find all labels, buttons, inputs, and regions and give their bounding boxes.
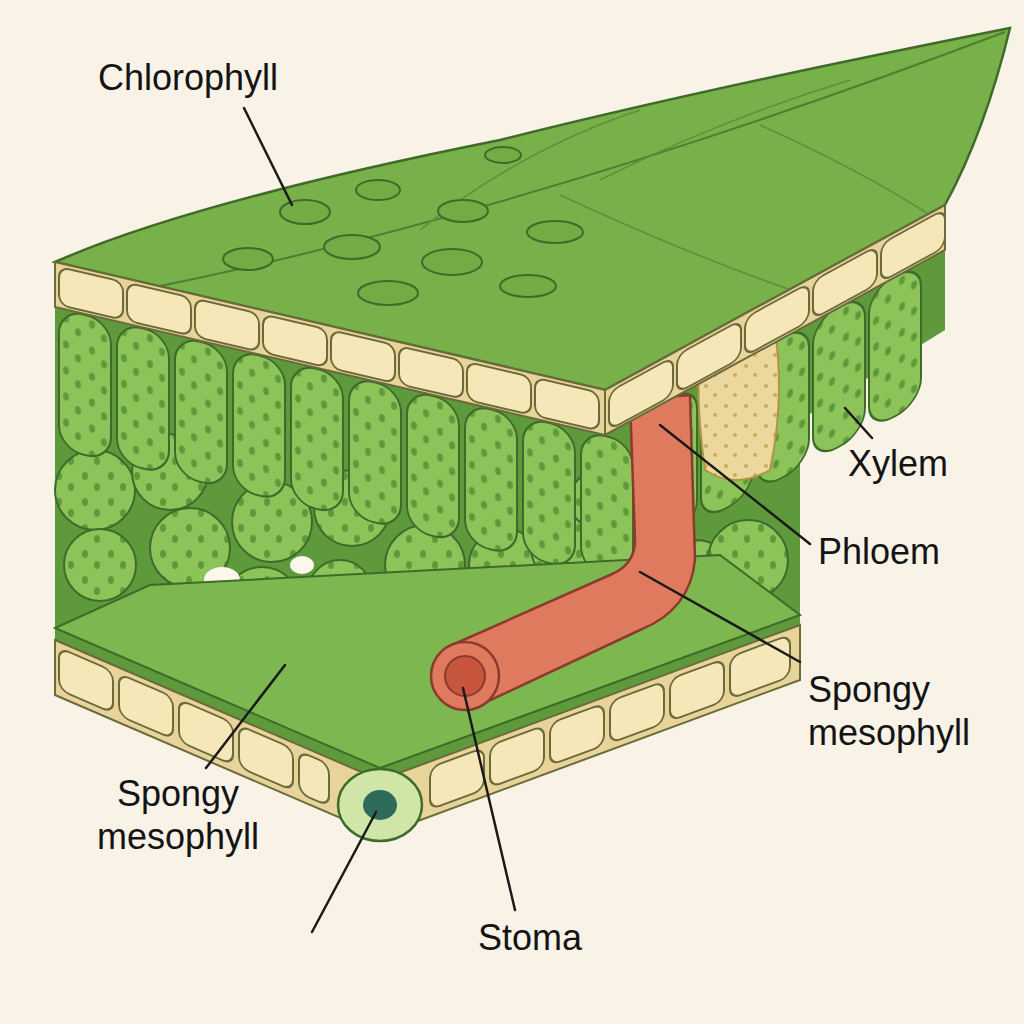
- epidermis-cell: [677, 320, 741, 393]
- leader-lines: [206, 108, 872, 932]
- chloroplast: [527, 221, 583, 243]
- part-label: Xylem: [848, 442, 948, 485]
- epidermis-cell: [263, 314, 327, 367]
- palisade-cell: [59, 309, 111, 461]
- epidermis-cell: [813, 246, 877, 319]
- upper-epidermis-cells: [609, 209, 945, 430]
- leaf-vein: [420, 110, 640, 230]
- epidermis-cell: [195, 299, 259, 352]
- palisade-cell: [291, 363, 343, 515]
- spongy-cell: [64, 529, 136, 601]
- leaf-vein: [600, 80, 850, 180]
- epidermis-cell: [550, 703, 604, 765]
- epidermis-cell: [430, 748, 484, 810]
- epidermis-cell: [610, 681, 664, 743]
- leader-line: [312, 812, 376, 932]
- spongy-cell: [55, 450, 135, 530]
- stoma-guard-cells: [338, 769, 422, 841]
- lower-epidermis-cells: [430, 635, 790, 810]
- air-space: [290, 556, 314, 574]
- epidermis-cell: [490, 725, 544, 787]
- part-label: Spongy mesophyll: [808, 668, 1008, 754]
- epidermis-cell: [730, 635, 790, 699]
- epidermis-cell: [179, 699, 233, 764]
- part-label: Phloem: [818, 530, 940, 573]
- leader-line: [845, 408, 872, 438]
- chloroplast: [356, 180, 400, 200]
- leader-line: [206, 665, 285, 768]
- leaf-upper-surface: [55, 28, 1010, 390]
- epidermis-cell: [239, 725, 293, 790]
- chloroplast: [280, 200, 330, 224]
- epidermis-cell: [119, 674, 173, 739]
- lower-epidermis: [380, 625, 800, 835]
- leader-line: [463, 688, 515, 910]
- palisade-cell: [407, 390, 459, 542]
- epidermis-cell: [299, 751, 329, 806]
- upper-epidermis: [55, 262, 605, 435]
- upper-epidermis-cells: [59, 267, 599, 431]
- leader-line: [660, 425, 810, 544]
- chloroplast: [358, 281, 418, 305]
- stoma-pore: [363, 790, 397, 820]
- epidermis-cell: [535, 378, 599, 431]
- leaf-vein: [560, 195, 820, 300]
- epidermis-cell: [670, 659, 724, 721]
- palisade-cell: [233, 349, 285, 501]
- epidermis-cell: [745, 283, 809, 356]
- epidermis-cell: [609, 357, 673, 430]
- chloroplast: [422, 249, 482, 275]
- chloroplast: [438, 200, 488, 222]
- chloroplast: [223, 248, 273, 270]
- leaf-vein: [760, 125, 930, 215]
- epidermis-cell: [467, 362, 531, 415]
- chloroplast: [485, 147, 521, 163]
- chloroplasts: [223, 147, 583, 305]
- epidermis-cell: [881, 209, 945, 282]
- epidermis-cell: [127, 283, 191, 336]
- epidermis-cell: [399, 346, 463, 399]
- palisade-cell: [175, 336, 227, 488]
- part-label: Spongy mesophyll: [78, 772, 278, 858]
- leader-line: [640, 572, 800, 662]
- palisade-cell: [349, 376, 401, 528]
- leader-line: [244, 108, 292, 205]
- chloroplast: [500, 275, 556, 297]
- phloem-lumen: [445, 656, 485, 696]
- palisade-cell: [523, 417, 575, 569]
- chloroplast: [324, 235, 380, 259]
- epidermis-cell: [331, 330, 395, 383]
- part-label: Chlorophyll: [98, 56, 278, 99]
- epidermis-cell: [59, 648, 113, 713]
- palisade-cell: [117, 322, 169, 474]
- part-label: Stoma: [478, 916, 582, 959]
- epidermis-cell: [59, 267, 123, 320]
- upper-epidermis: [605, 205, 945, 435]
- palisade-cell: [465, 403, 517, 555]
